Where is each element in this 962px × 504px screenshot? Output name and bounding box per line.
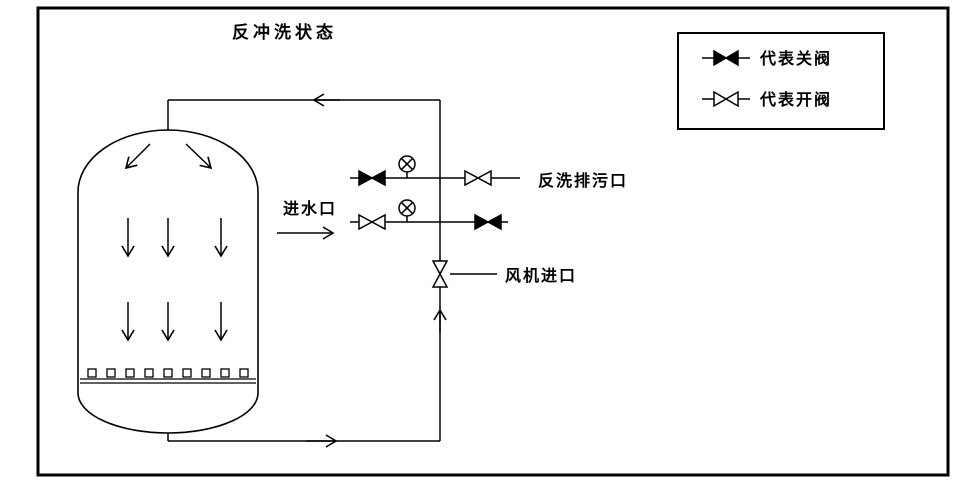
diagram-frame bbox=[36, 6, 950, 477]
tank-flow-arrows bbox=[121, 143, 228, 342]
open-valve-icon bbox=[358, 213, 386, 231]
legend-box: 代表关阀 代表开阀 bbox=[677, 32, 885, 130]
backwash-drain-label: 反洗排污口 bbox=[538, 171, 628, 190]
closed-valve-icon bbox=[358, 169, 386, 187]
strainer-plate bbox=[80, 368, 256, 384]
fan-inlet-valve-icon bbox=[431, 260, 449, 288]
open-valve-icon bbox=[464, 169, 492, 187]
backwash-drain-branch bbox=[358, 155, 492, 187]
pipe-flow-arrows bbox=[277, 93, 447, 448]
gauge-icon bbox=[398, 155, 416, 178]
gauge-icon bbox=[398, 199, 416, 222]
inlet-branch bbox=[358, 199, 502, 231]
fan-inlet-label: 风机进口 bbox=[505, 266, 577, 285]
legend-border bbox=[677, 32, 885, 130]
legend-open-valve-label: 代表开阀 bbox=[759, 90, 832, 109]
diagram-title: 反冲洗状态 bbox=[232, 22, 337, 42]
filter-tank bbox=[77, 129, 259, 434]
legend-closed-valve-label: 代表关阀 bbox=[759, 49, 832, 68]
tank-shell bbox=[77, 129, 259, 434]
closed-valve-icon bbox=[474, 213, 502, 231]
water-inlet-label: 进水口 bbox=[283, 199, 337, 218]
legend-open-valve-icon bbox=[702, 90, 750, 108]
legend-closed-valve-icon bbox=[702, 49, 750, 67]
